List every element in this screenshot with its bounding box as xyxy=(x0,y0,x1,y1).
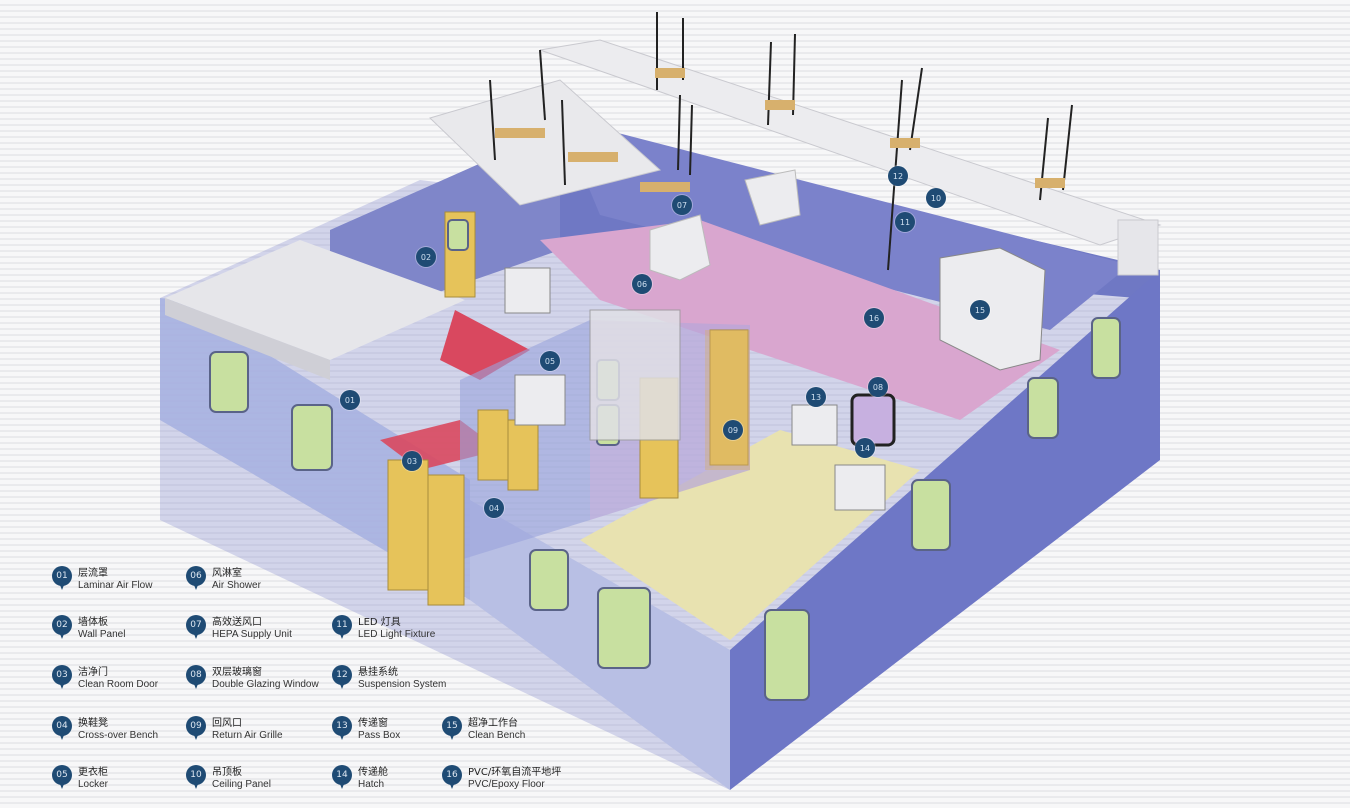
legend-en: Return Air Grille xyxy=(212,730,283,741)
legend-zh: 换鞋凳 xyxy=(78,718,108,729)
marker-02: 02 xyxy=(416,247,436,267)
pin-icon: 08 xyxy=(186,665,206,691)
pin-icon: 02 xyxy=(52,615,72,641)
legend-zh: PVC/环氧自流平地坪 xyxy=(468,767,562,778)
legend-en: Double Glazing Window xyxy=(212,679,319,690)
suspension-rods xyxy=(489,12,1073,271)
pin-icon: 12 xyxy=(332,665,352,691)
legend-zh: 传递舱 xyxy=(358,767,388,778)
legend-en: PVC/Epoxy Floor xyxy=(468,779,545,790)
legend-zh: 吊顶板 xyxy=(212,767,242,778)
marker-05: 05 xyxy=(540,351,560,371)
pin-icon: 07 xyxy=(186,615,206,641)
hanger-brackets xyxy=(495,68,1065,192)
legend-en: Wall Panel xyxy=(78,629,126,640)
legend-en: Clean Bench xyxy=(468,730,526,741)
marker-07: 07 xyxy=(672,195,692,215)
pin-icon: 03 xyxy=(52,665,72,691)
legend-zh: 更衣柜 xyxy=(78,767,108,778)
marker-16: 16 xyxy=(864,308,884,328)
legend-zh: 悬挂系统 xyxy=(358,667,398,678)
marker-03: 03 xyxy=(402,451,422,471)
legend-zh: 风淋室 xyxy=(212,568,242,579)
legend-zh: 回风口 xyxy=(212,718,242,729)
marker-14: 14 xyxy=(855,438,875,458)
return-air-column xyxy=(705,330,750,470)
locker xyxy=(514,374,566,426)
legend-en: Clean Room Door xyxy=(78,679,159,690)
marker-08: 08 xyxy=(868,377,888,397)
marker-06: 06 xyxy=(632,274,652,294)
air-duct-left xyxy=(429,79,662,206)
legend-zh: 超净工作台 xyxy=(468,718,518,729)
pin-icon: 05 xyxy=(52,765,72,791)
pin-icon: 06 xyxy=(186,566,206,592)
marker-15: 15 xyxy=(970,300,990,320)
marker-11: 11 xyxy=(895,212,915,232)
marker-10: 10 xyxy=(926,188,946,208)
laminar-hood-front xyxy=(165,298,330,380)
legend-zh: 传递窗 xyxy=(358,718,388,729)
legend-en: Ceiling Panel xyxy=(212,779,271,790)
marker-09: 09 xyxy=(723,420,743,440)
laminar-hood-top xyxy=(165,240,465,360)
pin-icon: 04 xyxy=(52,716,72,742)
air-duct-top xyxy=(539,39,1162,246)
pin-icon: 16 xyxy=(442,765,462,791)
marker-01: 01 xyxy=(340,390,360,410)
legend-en: Cross-over Bench xyxy=(78,730,159,741)
hatch xyxy=(850,393,896,447)
legend-zh: LED 灯具 xyxy=(358,617,401,628)
double-glazing-windows xyxy=(209,219,1121,701)
pass-boxes xyxy=(504,267,886,511)
marker-04: 04 xyxy=(484,498,504,518)
legend-en: Pass Box xyxy=(358,730,401,741)
legend-en: Laminar Air Flow xyxy=(78,580,153,591)
clean-bench xyxy=(939,247,1046,371)
hepa-box-1 xyxy=(649,214,711,281)
pin-icon: 14 xyxy=(332,765,352,791)
hepa-box-2 xyxy=(744,169,801,226)
legend-en: Hatch xyxy=(358,779,385,790)
pin-icon: 01 xyxy=(52,566,72,592)
legend-en: Suspension System xyxy=(358,679,447,690)
legend-en: LED Light Fixture xyxy=(358,629,436,640)
air-duct-drop xyxy=(1117,219,1159,276)
legend-zh: 双层玻璃窗 xyxy=(212,667,262,678)
pin-icon: 10 xyxy=(186,765,206,791)
legend-zh: 高效送风口 xyxy=(212,617,262,628)
marker-13: 13 xyxy=(806,387,826,407)
air-shower xyxy=(589,309,681,441)
pin-icon: 13 xyxy=(332,716,352,742)
marker-12: 12 xyxy=(888,166,908,186)
pin-icon: 15 xyxy=(442,716,462,742)
legend-zh: 层流罩 xyxy=(78,568,108,579)
legend-en: Air Shower xyxy=(212,580,261,591)
legend-en: Locker xyxy=(78,779,109,790)
legend-en: HEPA Supply Unit xyxy=(212,629,292,640)
pin-icon: 09 xyxy=(186,716,206,742)
legend-zh: 洁净门 xyxy=(78,667,108,678)
pin-icon: 11 xyxy=(332,615,352,641)
legend-zh: 墙体板 xyxy=(78,617,108,628)
